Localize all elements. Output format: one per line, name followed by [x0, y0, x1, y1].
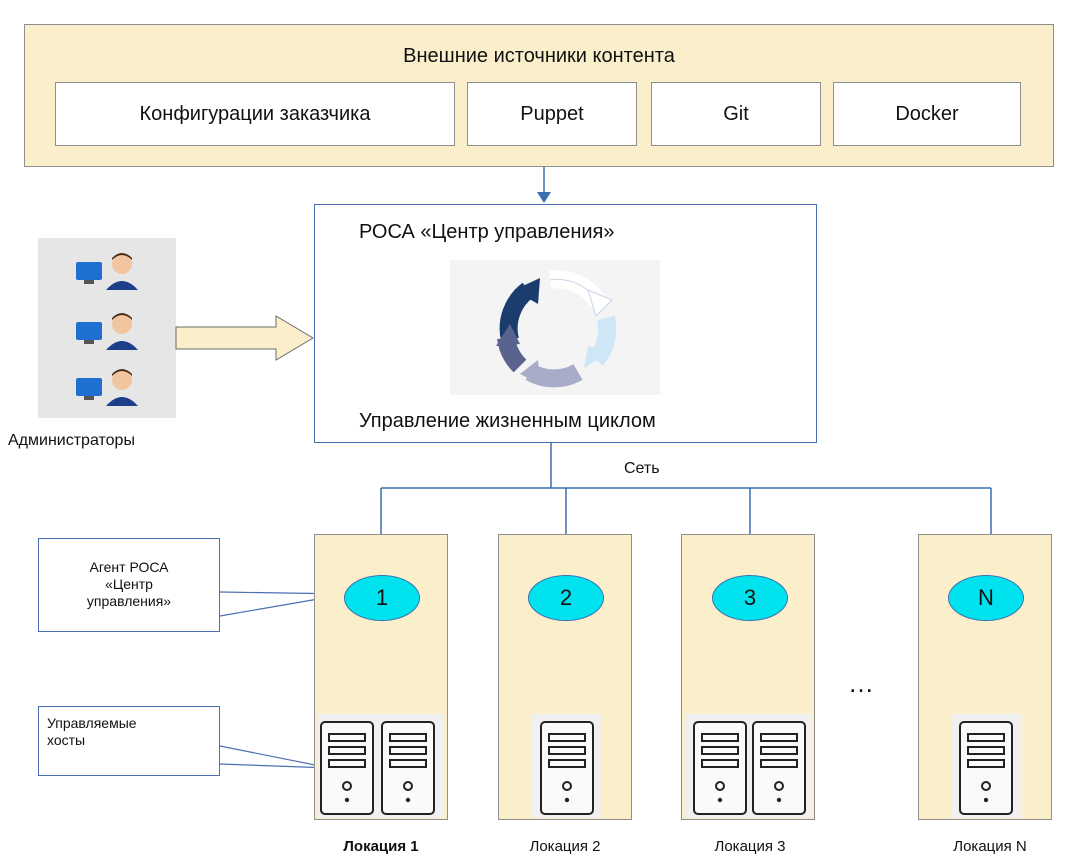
- agent-node-label: 2: [559, 585, 573, 610]
- arrow-down-head: [537, 192, 551, 203]
- location-label-3: Локация 3: [714, 838, 786, 855]
- network-label: Сеть: [624, 460, 660, 477]
- more-locations-ellipsis: …: [848, 668, 876, 698]
- agent-callout-line: Агент РОСА: [89, 559, 169, 575]
- admin-user-icon: [76, 313, 138, 350]
- external-sources-title: Внешние источники контента: [403, 45, 675, 67]
- external-sources-panel: Внешние источники контента Конфигурации …: [24, 24, 1054, 167]
- source-git: Git: [651, 82, 821, 146]
- source-docker: Docker: [833, 82, 1021, 146]
- agent-callout-line: «Центр: [105, 576, 153, 592]
- admin-user-icon: [76, 369, 138, 406]
- source-puppet: Puppet: [467, 82, 637, 146]
- lifecycle-cycle-icon: [450, 260, 660, 395]
- control-center-box: РОСА «Центр управления» Управление жизне…: [314, 204, 817, 443]
- server-tower-icon: [959, 721, 1013, 815]
- agent-node-1: 1: [344, 575, 420, 621]
- admin-user-icon: [76, 253, 138, 290]
- hosts-callout: Управляемые хосты: [38, 706, 220, 776]
- agent-callout: Агент РОСА «Центр управления»: [38, 538, 220, 632]
- location-label-2: Локация 2: [529, 838, 601, 855]
- server-tower-icon: [381, 721, 435, 815]
- agent-node-label: 1: [375, 585, 389, 610]
- location-label-1: Локация 1: [343, 838, 419, 855]
- server-tower-icon: [540, 721, 594, 815]
- source-label: Puppet: [520, 102, 584, 125]
- location-label-n: Локация N: [953, 838, 1027, 855]
- cycle-arrow-lightblue: [584, 346, 610, 368]
- server-tower-icon: [693, 721, 747, 815]
- agent-node-label: 3: [743, 585, 757, 610]
- cycle-arrow-white: [587, 289, 613, 317]
- source-label: Docker: [895, 102, 959, 125]
- source-customer-configs: Конфигурации заказчика: [55, 82, 455, 146]
- lifecycle-caption: Управление жизненным циклом: [359, 410, 656, 432]
- cycle-arrow-dark: [514, 278, 540, 304]
- agent-callout-line: управления»: [86, 593, 172, 609]
- server-tower-icon: [320, 721, 374, 815]
- server-tower-icon: [752, 721, 806, 815]
- cycle-arrow-lavender: [520, 360, 540, 384]
- cycle-arrow-slate: [496, 324, 520, 346]
- hosts-callout-line: Управляемые: [47, 715, 137, 731]
- control-center-title: РОСА «Центр управления»: [359, 221, 615, 243]
- agent-node-n: N: [948, 575, 1024, 621]
- hosts-callout-line: хосты: [47, 732, 86, 748]
- administrators-panel: [38, 238, 176, 418]
- administrators-label: Администраторы: [8, 432, 135, 449]
- source-label: Git: [723, 102, 749, 125]
- agent-node-3: 3: [712, 575, 788, 621]
- agent-node-label: N: [978, 585, 994, 610]
- agent-node-2: 2: [528, 575, 604, 621]
- source-label: Конфигурации заказчика: [139, 102, 371, 125]
